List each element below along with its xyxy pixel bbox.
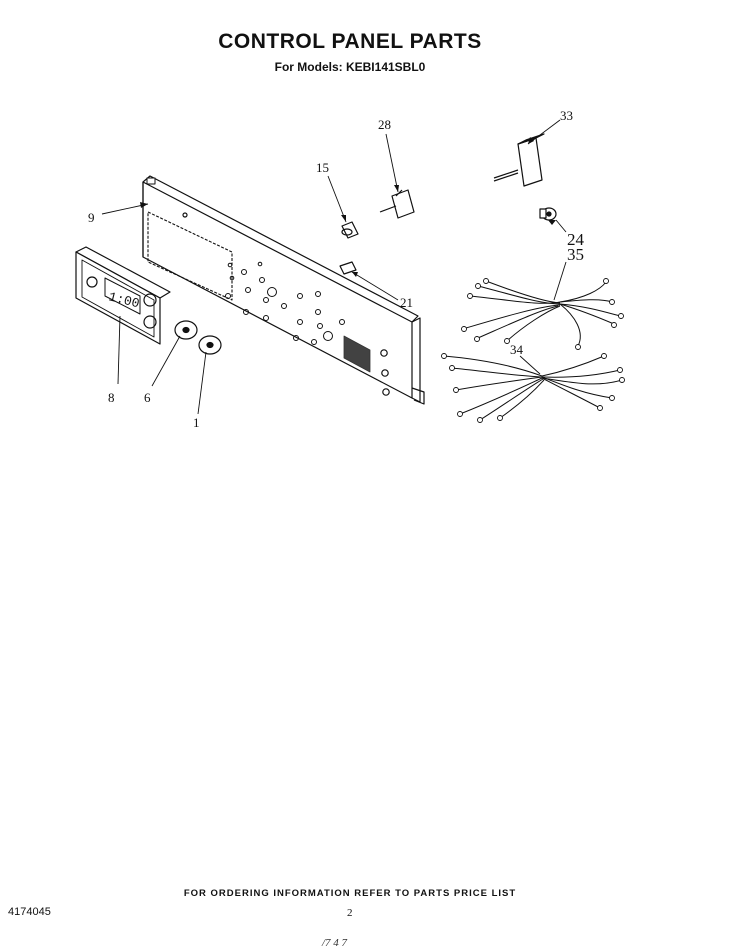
wire-harness-34 [443, 355, 623, 421]
callout-35: 35 [567, 245, 584, 264]
leader-lines [101, 119, 567, 415]
control-panel-body [142, 175, 425, 405]
scan-mark: /7 4 7 [322, 937, 348, 949]
clock-display-text: 1:00 [107, 289, 141, 311]
model-subtitle: For Models: KEBI141SBL0 [274, 60, 426, 74]
part-28-switch [379, 189, 415, 219]
part-15-socket [341, 221, 359, 239]
page-title: CONTROL PANEL PARTS [218, 30, 482, 53]
callout-21: 21 [400, 295, 413, 310]
callout-9: 9 [88, 210, 95, 225]
wire-harness-35 [465, 280, 621, 347]
part-21-pin [339, 261, 357, 275]
callout-1: 1 [193, 415, 200, 430]
knob-1 [198, 335, 222, 355]
callout-28: 28 [378, 117, 391, 132]
ordering-note: FOR ORDERING INFORMATION REFER TO PARTS … [183, 888, 517, 899]
callout-34: 34 [510, 342, 524, 357]
page-number: 2 [347, 907, 353, 919]
callout-15: 15 [316, 160, 329, 175]
part-33-infinite-switch [493, 133, 545, 187]
part-24-control [539, 207, 557, 221]
callout-24: 24 [567, 230, 585, 249]
clock-bezel [75, 246, 171, 345]
callout-6: 6 [144, 390, 151, 405]
callout-8: 8 [108, 390, 115, 405]
knob-6 [174, 320, 198, 340]
callout-33: 33 [560, 108, 573, 123]
document-number: 4174045 [8, 906, 51, 918]
